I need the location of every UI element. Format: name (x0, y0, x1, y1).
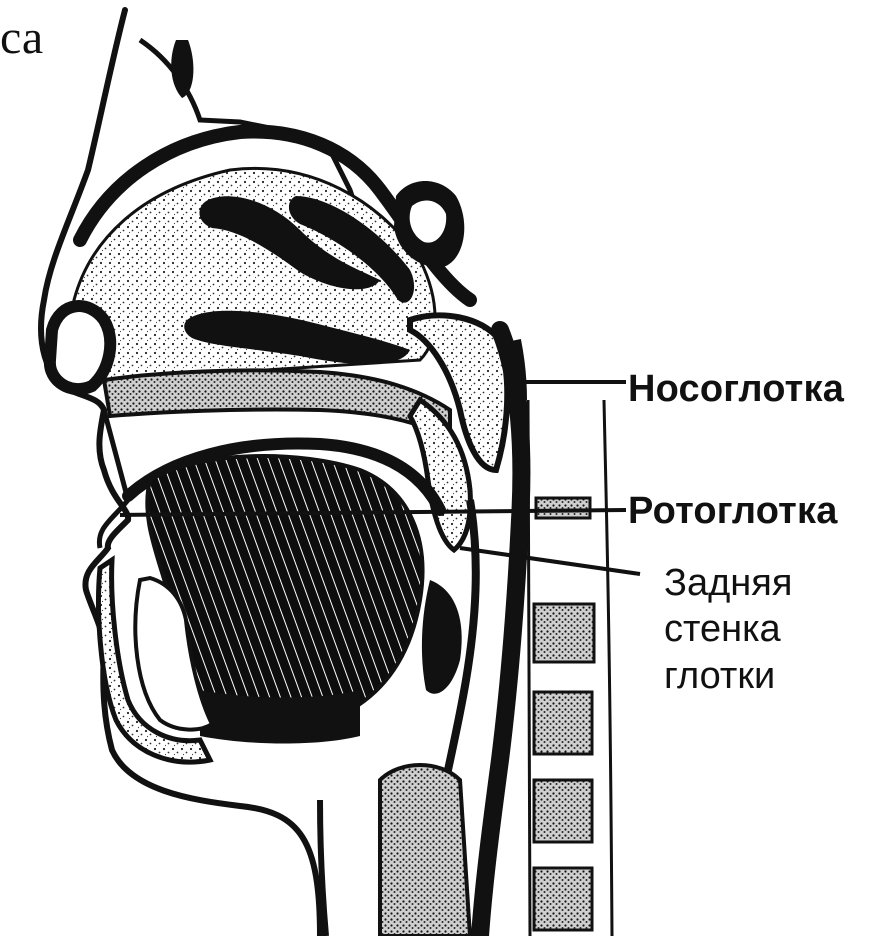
vertebra-c5 (534, 868, 592, 930)
label-posterior-pharyngeal-wall: Задняя стенка глотки (664, 560, 792, 699)
vertebra-c1 (536, 498, 590, 518)
anterior-longitudinal-ligament (516, 340, 522, 400)
leader-line-posterior-wall (460, 548, 640, 574)
vertebra-c3 (534, 692, 592, 754)
hard-palate (104, 370, 450, 440)
spinal-column-front (528, 400, 530, 936)
label-nasopharynx: Носоглотка (628, 366, 844, 412)
larynx (380, 765, 470, 936)
frontal-sinus (171, 40, 193, 98)
label-posterior-wall-line2: стенка (664, 606, 792, 652)
label-posterior-wall-line1: Задняя (664, 560, 792, 606)
label-posterior-wall-line3: глотки (664, 653, 792, 699)
geniohyoid-muscle (200, 690, 360, 744)
label-oropharynx: Ротоглотка (628, 488, 838, 534)
vertebra-c2 (534, 604, 594, 662)
alar-cartilage (50, 306, 110, 389)
epiglottis (422, 580, 462, 694)
vertebra-c4 (534, 780, 592, 842)
spinal-column-back (604, 400, 612, 936)
